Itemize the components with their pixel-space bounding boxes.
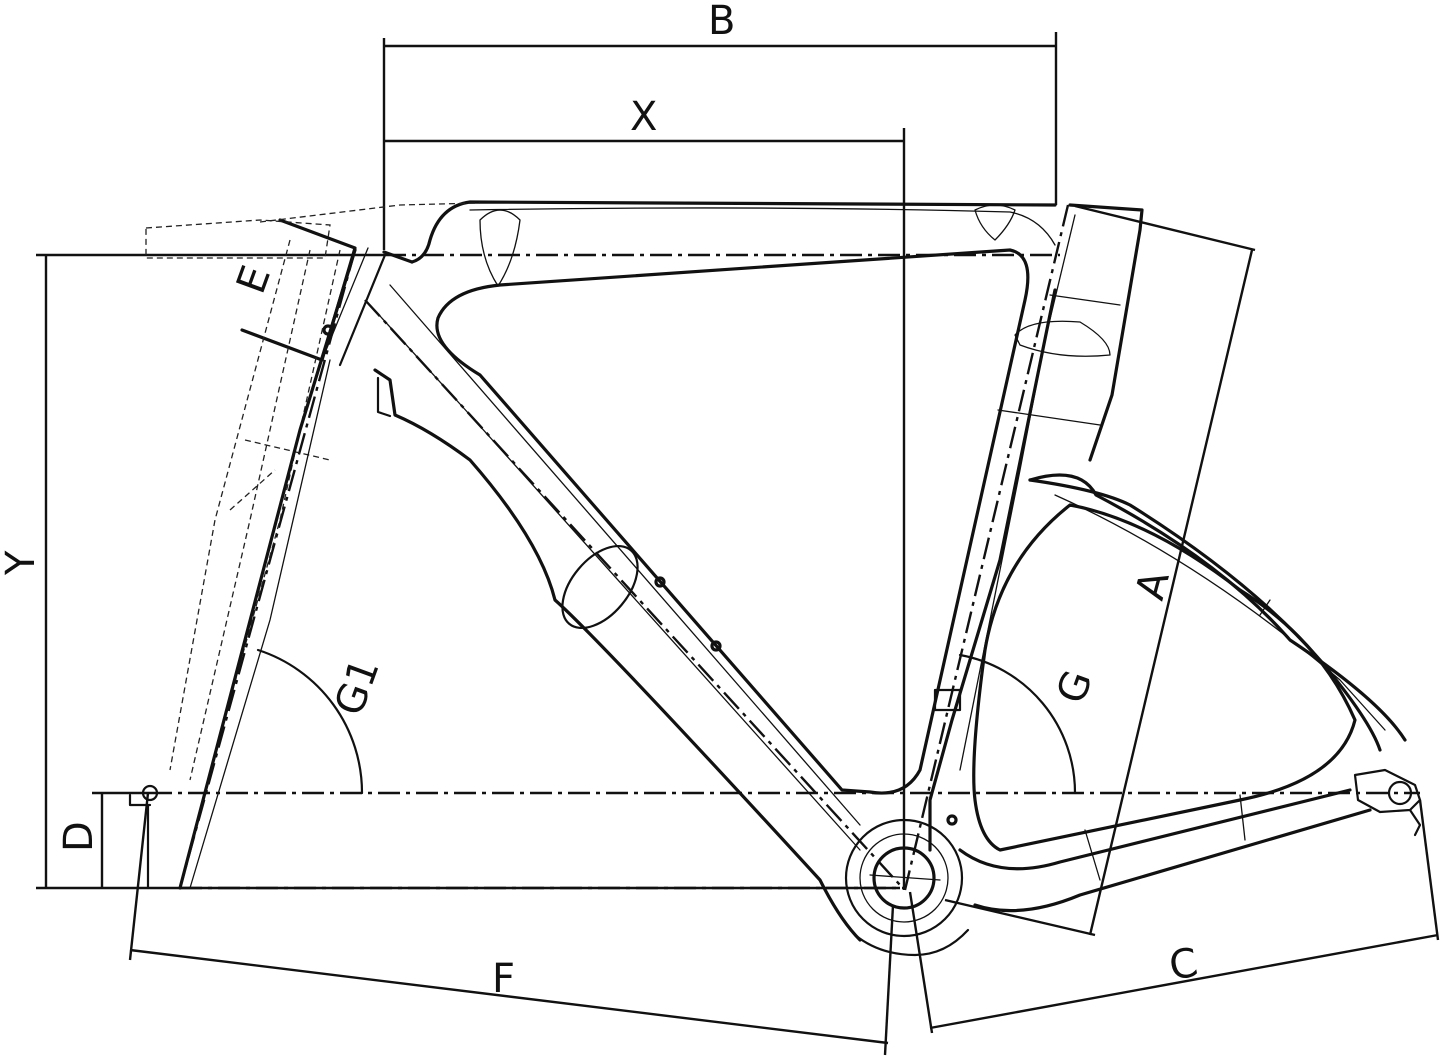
label-y: Y — [0, 550, 44, 576]
label-d: D — [56, 821, 102, 852]
fork — [128, 202, 481, 890]
dimension-f — [128, 792, 895, 1056]
dimension-a — [944, 204, 1256, 937]
frame — [321, 200, 1422, 957]
rear-dropout — [1353, 768, 1422, 837]
dimension-b — [382, 32, 1058, 250]
dimension-d — [92, 791, 150, 888]
label-f: F — [492, 956, 515, 1002]
label-a: A — [1127, 566, 1179, 605]
seat-tube-oval — [1014, 320, 1111, 357]
label-e: E — [228, 260, 280, 299]
top-tube-oval-rear — [974, 204, 1016, 241]
top-tube-oval-front — [479, 209, 521, 287]
dimension-x — [384, 128, 906, 890]
label-b: B — [708, 0, 735, 44]
reference-lines — [150, 204, 1420, 891]
dimension-c — [908, 799, 1440, 1034]
label-g: G — [1048, 665, 1102, 710]
label-g1: G1 — [326, 653, 389, 722]
angle-g1-arc — [256, 648, 364, 795]
label-c: C — [1166, 940, 1202, 990]
label-x: X — [630, 94, 657, 140]
